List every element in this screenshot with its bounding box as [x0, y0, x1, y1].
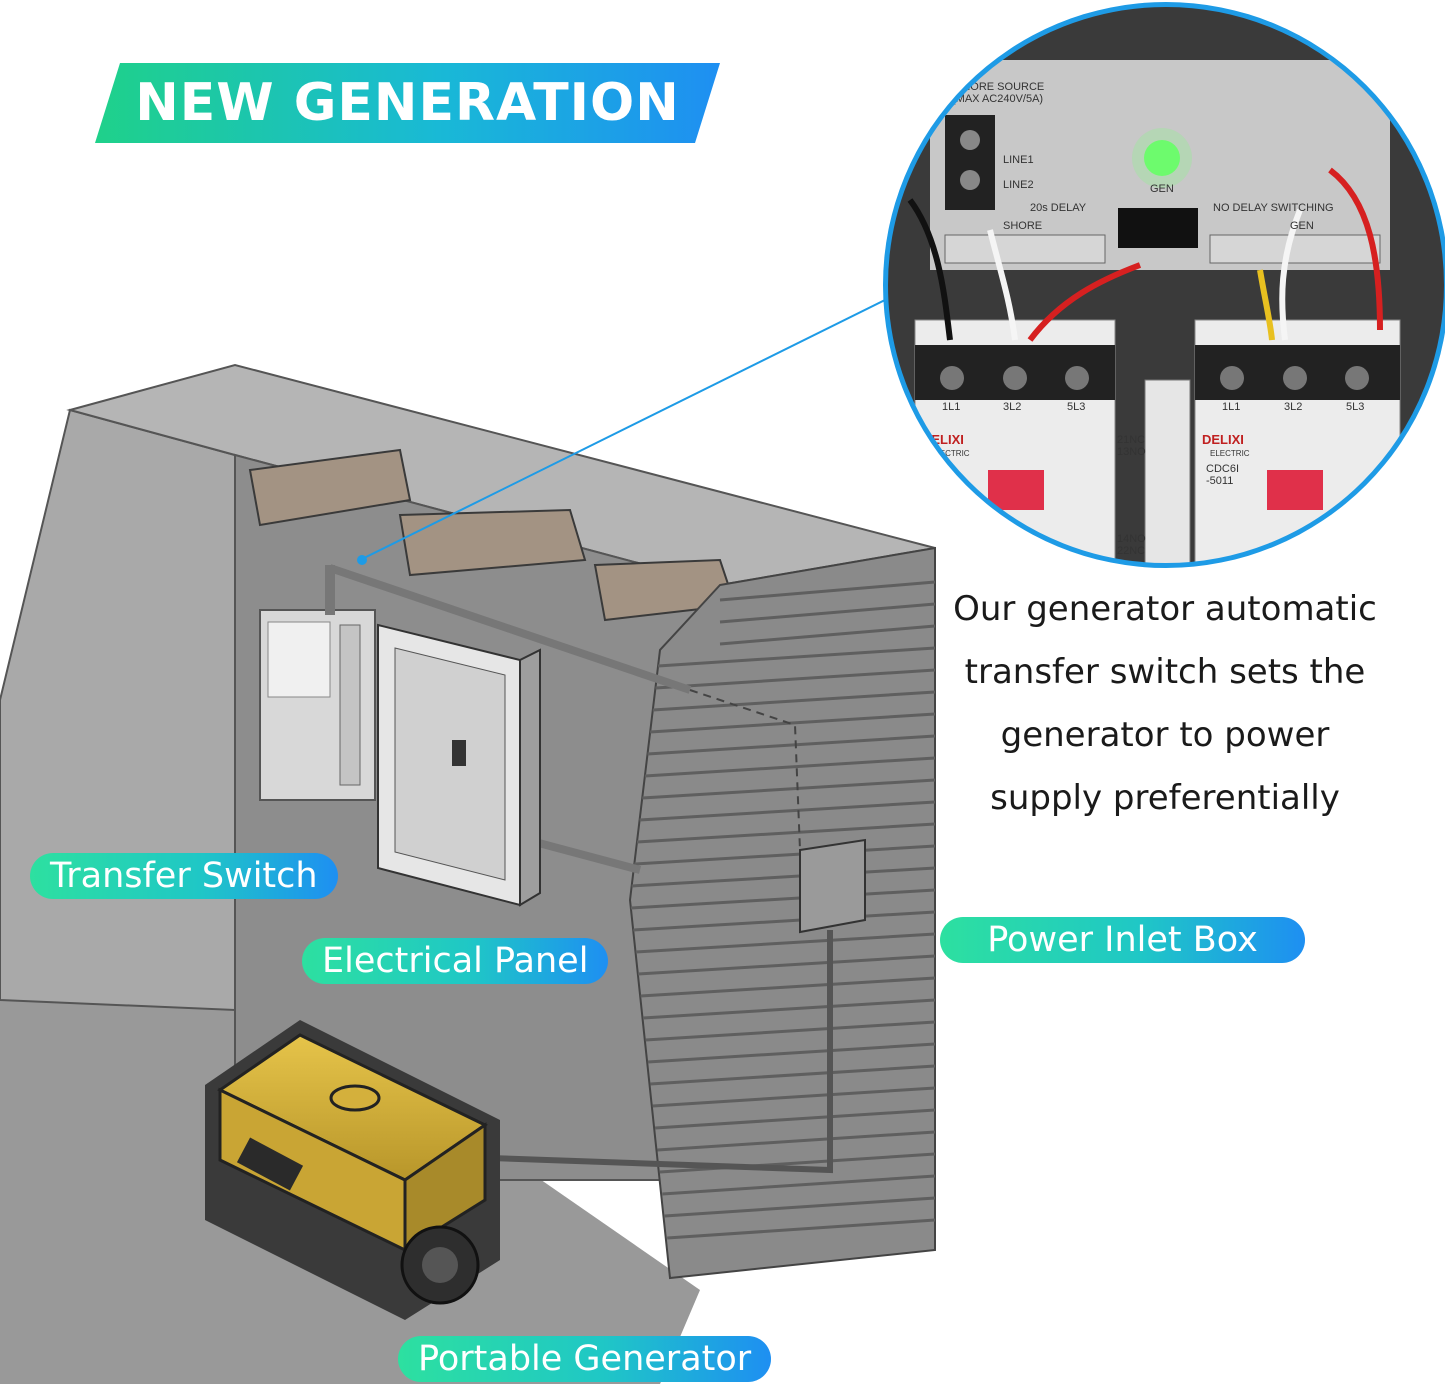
transfer-switch-box — [259, 565, 376, 801]
siding-board-line — [667, 1218, 936, 1240]
siding-board-line — [636, 822, 936, 844]
label-electrical-panel: Electrical Panel — [302, 938, 609, 984]
detail-3l2-a: 3L2 — [1003, 401, 1021, 413]
siding-board-line — [662, 1174, 936, 1196]
siding-board-line — [640, 976, 936, 998]
detail-gen-led: GEN — [1150, 183, 1174, 195]
detail-brand-b: DELIXI — [1202, 432, 1244, 447]
siding-board-line — [655, 668, 936, 690]
siding-board-line — [635, 932, 936, 954]
banner-background — [95, 63, 720, 143]
detail-22nc: 22NC — [1117, 545, 1145, 557]
detail-delay: 20s DELAY — [1030, 202, 1087, 214]
siding-board-line — [642, 998, 936, 1020]
detail-13no: 13NO — [1117, 446, 1146, 458]
generator-cable — [489, 930, 833, 1174]
siding-board-line — [639, 800, 936, 822]
description-line-3: generator to power — [1000, 715, 1330, 755]
siding-board-line — [654, 1108, 936, 1130]
siding-board-line — [657, 1130, 936, 1152]
detail-model: CDC6I — [1206, 463, 1239, 475]
siding-board-line — [652, 690, 936, 712]
siding-board-line — [634, 844, 936, 866]
interior-side-wall — [0, 408, 236, 1012]
detail-shore-rating: (MAX AC240V/5A) — [952, 93, 1043, 105]
siding-wall — [628, 546, 936, 1280]
siding-board-line — [719, 580, 936, 602]
callout-dot — [357, 555, 367, 565]
siding-board-line — [719, 624, 936, 646]
switch-detail-zoom: SHORE SOURCE (MAX AC240V/5A) LINE1 LINE2… — [883, 2, 1445, 568]
siding-board-line — [657, 646, 936, 668]
description-line-1: Our generator automatic — [953, 589, 1377, 629]
detail-shore: SHORE — [1003, 220, 1042, 232]
electrical-panel — [377, 623, 541, 907]
siding-board-line — [650, 1064, 936, 1086]
siding-board-line — [630, 888, 936, 910]
detail-1l1-b: 1L1 — [1222, 401, 1240, 413]
label-transfer-switch: Transfer Switch — [30, 853, 338, 899]
detail-line2: LINE2 — [1003, 179, 1034, 191]
siding-board-line — [645, 1020, 936, 1042]
siding-board-line — [631, 866, 936, 888]
detail-5l3-a: 5L3 — [1067, 401, 1085, 413]
siding-board-line — [652, 1086, 936, 1108]
siding-board-line — [647, 734, 936, 756]
power-inlet-box — [799, 838, 866, 934]
siding-board-line — [644, 756, 936, 778]
siding-board-line — [719, 602, 936, 624]
detail-electric-a: ELECTRIC — [930, 449, 970, 458]
siding-board-line — [633, 910, 936, 932]
siding-board-line — [647, 1042, 936, 1064]
detail-14no: 14NO — [1117, 533, 1146, 545]
siding-board-line — [664, 1196, 936, 1218]
feature-description: Our generator automatic transfer switch … — [935, 578, 1395, 830]
detail-electric-b: ELECTRIC — [1210, 449, 1250, 458]
detail-21nc: 21NC — [1117, 434, 1145, 446]
siding-board-line — [638, 954, 936, 976]
detail-line1: LINE1 — [1003, 154, 1034, 166]
siding-board-line — [659, 1152, 936, 1174]
description-line-2: transfer switch sets the — [964, 652, 1366, 692]
detail-5l3-b: 5L3 — [1346, 401, 1364, 413]
detail-no-delay: NO DELAY SWITCHING — [1213, 202, 1334, 214]
label-power-inlet-box: Power Inlet Box — [940, 917, 1305, 963]
detail-3l2-b: 3L2 — [1284, 401, 1302, 413]
detail-model2: -5011 — [1206, 475, 1233, 487]
portable-generator-illustration — [205, 1020, 500, 1320]
callout-line — [359, 294, 896, 561]
detail-gen: GEN — [1290, 220, 1314, 232]
new-generation-banner: NEW GENERATION — [95, 63, 720, 143]
ceiling-joists — [248, 448, 737, 622]
siding-board-line — [650, 712, 936, 734]
label-portable-generator: Portable Generator — [398, 1336, 772, 1382]
detail-shore-source: SHORE SOURCE — [955, 81, 1044, 93]
description-line-4: supply preferentially — [990, 778, 1340, 818]
detail-1l1-a: 1L1 — [942, 401, 960, 413]
banner-title: NEW GENERATION — [135, 73, 680, 133]
siding-board-line — [642, 778, 936, 800]
